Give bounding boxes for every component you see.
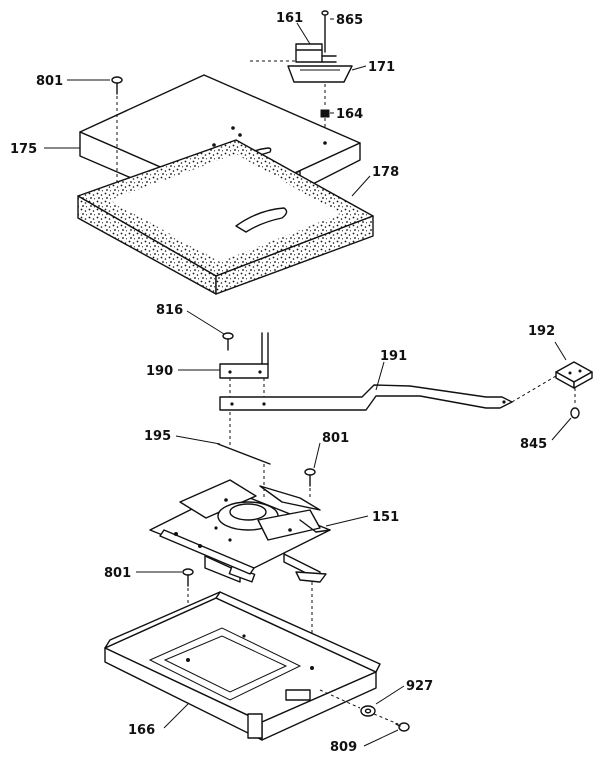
label-166: 166 [128, 723, 155, 738]
bracket-assembly-161 [250, 43, 337, 63]
label-191: 191 [380, 349, 407, 364]
mechanism-151 [149, 479, 331, 583]
plate-171 [287, 65, 353, 83]
label-161: 161 [276, 11, 303, 26]
screw-801-mid [304, 468, 316, 500]
label-190: 190 [146, 364, 173, 379]
label-178: 178 [372, 165, 399, 180]
label-816: 816 [156, 303, 183, 318]
washer-927 [360, 705, 376, 717]
screw-809 [395, 722, 410, 732]
label-192: 192 [528, 324, 555, 339]
screw-845 [570, 407, 580, 419]
clip-190 [219, 332, 269, 379]
label-164: 164 [336, 107, 363, 122]
lever-191 [219, 384, 513, 411]
label-809: 809 [330, 740, 357, 755]
rod-195 [217, 412, 271, 465]
screw-801-top [111, 76, 123, 186]
label-865: 865 [336, 13, 363, 28]
screw-865 [321, 10, 329, 53]
screw-816 [222, 332, 234, 351]
knob-192 [555, 361, 593, 389]
foam-pad-178 [77, 139, 374, 295]
label-801-mid: 801 [322, 431, 349, 446]
label-845: 845 [520, 437, 547, 452]
label-927: 927 [406, 679, 433, 694]
tray-166 [104, 591, 381, 741]
nut-164 [320, 109, 330, 118]
label-195: 195 [144, 429, 171, 444]
label-175: 175 [10, 142, 37, 157]
label-171: 171 [368, 60, 395, 75]
label-151: 151 [372, 510, 399, 525]
label-801-top: 801 [36, 74, 63, 89]
label-801-low: 801 [104, 566, 131, 581]
